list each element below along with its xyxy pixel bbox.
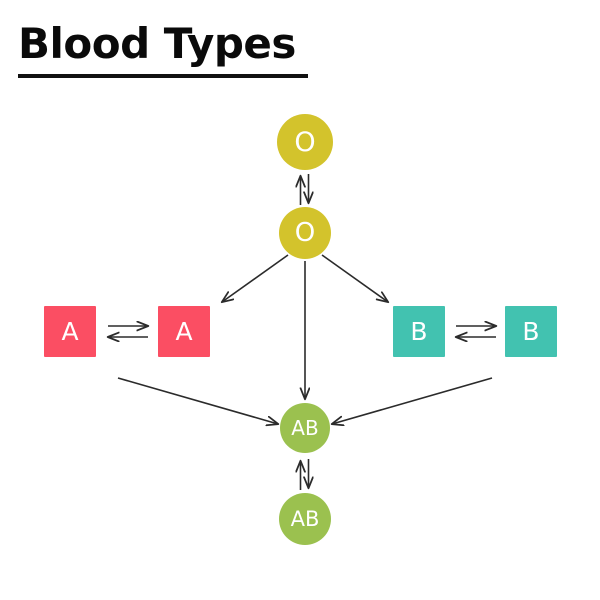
edge-b-equilibrium xyxy=(456,326,496,337)
title-underline xyxy=(18,74,308,78)
edge-o-to-b xyxy=(321,254,388,302)
node-b-right[interactable]: B xyxy=(505,306,557,357)
page-title: Blood Types xyxy=(18,19,296,68)
node-o-mid[interactable]: O xyxy=(279,207,331,259)
node-ab-bottom[interactable]: AB xyxy=(279,493,331,545)
title-block: Blood Types xyxy=(18,19,308,78)
edge-a-to-ab xyxy=(117,377,278,424)
edge-o-to-a xyxy=(222,254,289,302)
node-o-top[interactable]: O xyxy=(277,114,333,170)
edge-o-top-to-o-mid xyxy=(301,174,309,205)
node-b-left[interactable]: B xyxy=(393,306,445,357)
edge-b-to-ab xyxy=(332,377,493,424)
node-a-left[interactable]: A xyxy=(44,306,96,357)
edge-a-equilibrium xyxy=(108,326,148,337)
node-a-right[interactable]: A xyxy=(158,306,210,357)
edge-ab-equilibrium xyxy=(301,459,309,490)
node-ab-top[interactable]: AB xyxy=(280,403,330,453)
